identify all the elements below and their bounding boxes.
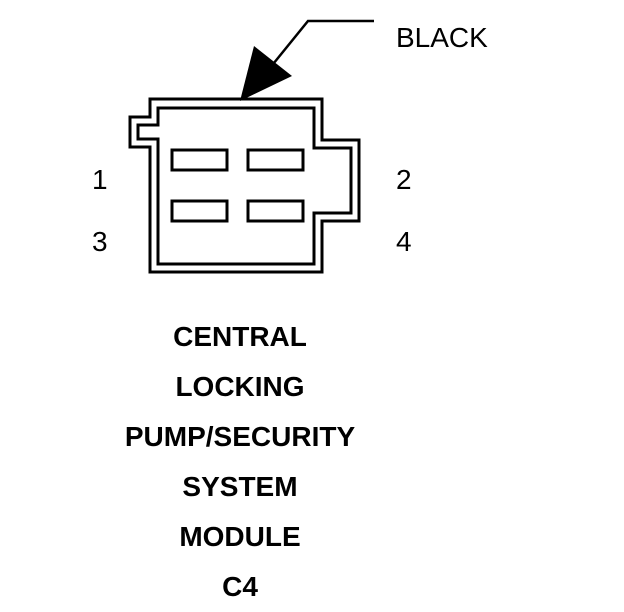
connector-housing-inner: [136, 106, 353, 266]
pin-1-terminal: [170, 148, 229, 172]
title-line: CENTRAL: [173, 321, 307, 352]
pin-1-label: 1: [92, 164, 108, 195]
leader-arrowhead: [240, 46, 292, 101]
wire-color-label: BLACK: [396, 22, 488, 53]
title-line: LOCKING: [175, 371, 305, 402]
pin-3-terminal: [170, 199, 229, 223]
title-line: PUMP/SECURITY: [124, 421, 356, 452]
pin-4-label: 4: [396, 226, 412, 257]
connector-id: C4: [222, 571, 258, 602]
leader-line: [264, 19, 374, 75]
title-line: SYSTEM: [182, 471, 298, 502]
title-line: MODULE: [179, 521, 301, 552]
connector-title: CENTRAL LOCKING PUMP/SECURITY SYSTEM MOD…: [90, 312, 390, 612]
pin-2-terminal: [246, 148, 305, 172]
pin-2-label: 2: [396, 164, 412, 195]
pin-3-label: 3: [92, 226, 108, 257]
pin-4-terminal: [246, 199, 305, 223]
connector-housing-outer: [128, 97, 361, 274]
